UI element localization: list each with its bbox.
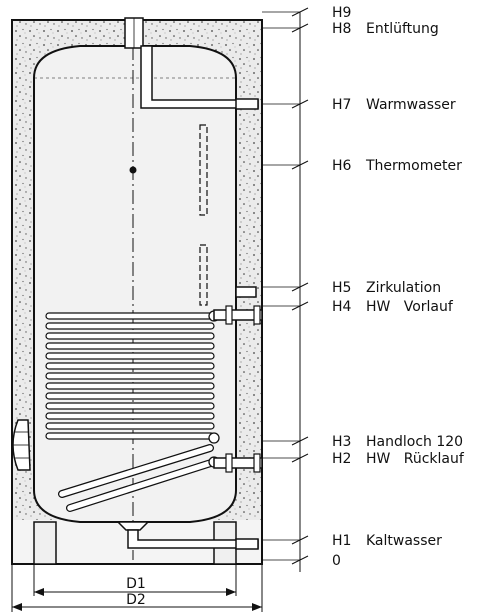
sensor-sleeve-upper [199,124,208,216]
connection-name: Warmwasser [366,97,456,113]
outer-diameter-label: D2 [126,592,146,608]
connection-code: H2 [332,451,351,467]
circulation-connection [235,286,257,298]
diameter-dimensions: D1 D2 [11,565,263,612]
connection-name: HW Vorlauf [366,299,454,315]
coil-turn [45,342,215,350]
flow-connection [213,305,263,325]
connection-name: HW Rücklauf [366,451,465,467]
coil-turn [45,322,215,330]
coil-turn [45,352,215,360]
cold-water-pipe [116,521,259,550]
connection-code: H7 [332,97,351,113]
inner-diameter-label: D1 [126,576,146,592]
hand-hole-flange [12,419,31,471]
coil-turn [45,312,215,320]
connection-code: H9 [332,5,351,21]
connection-name: Zirkulation [366,280,441,296]
connection-name: Handloch 120 [366,434,463,450]
coil-bend [208,432,220,444]
connection-name: Entlüftung [366,21,439,37]
coil-turn [45,432,215,440]
connection-code: H6 [332,158,352,174]
connection-code: H1 [332,533,351,549]
connection-code: H8 [332,21,351,37]
coil-turn [45,412,215,420]
coil-return-pipe-inner [59,445,213,497]
coil-turn [45,372,215,380]
connection-code: 0 [332,553,341,569]
thermometer-point [129,166,137,174]
vent-connection [124,17,144,49]
hot-water-pipe [140,45,259,110]
coil-turn [45,402,215,410]
coil-turn [45,362,215,370]
coil-turn [45,392,215,400]
connection-code: H4 [332,299,352,315]
coil-return-pipe-inner [67,459,217,511]
coil-turn [45,382,215,390]
connection-name: Thermometer [365,158,462,174]
sensor-sleeve-lower [199,244,208,306]
return-connection [213,453,263,473]
heat-exchanger-coil [45,310,220,512]
coil-turn [45,422,215,430]
coil-turn [45,332,215,340]
connection-code: H5 [332,280,351,296]
height-dimension-line [262,7,309,572]
connection-name: Kaltwasser [366,533,442,549]
connection-code: H3 [332,434,351,450]
